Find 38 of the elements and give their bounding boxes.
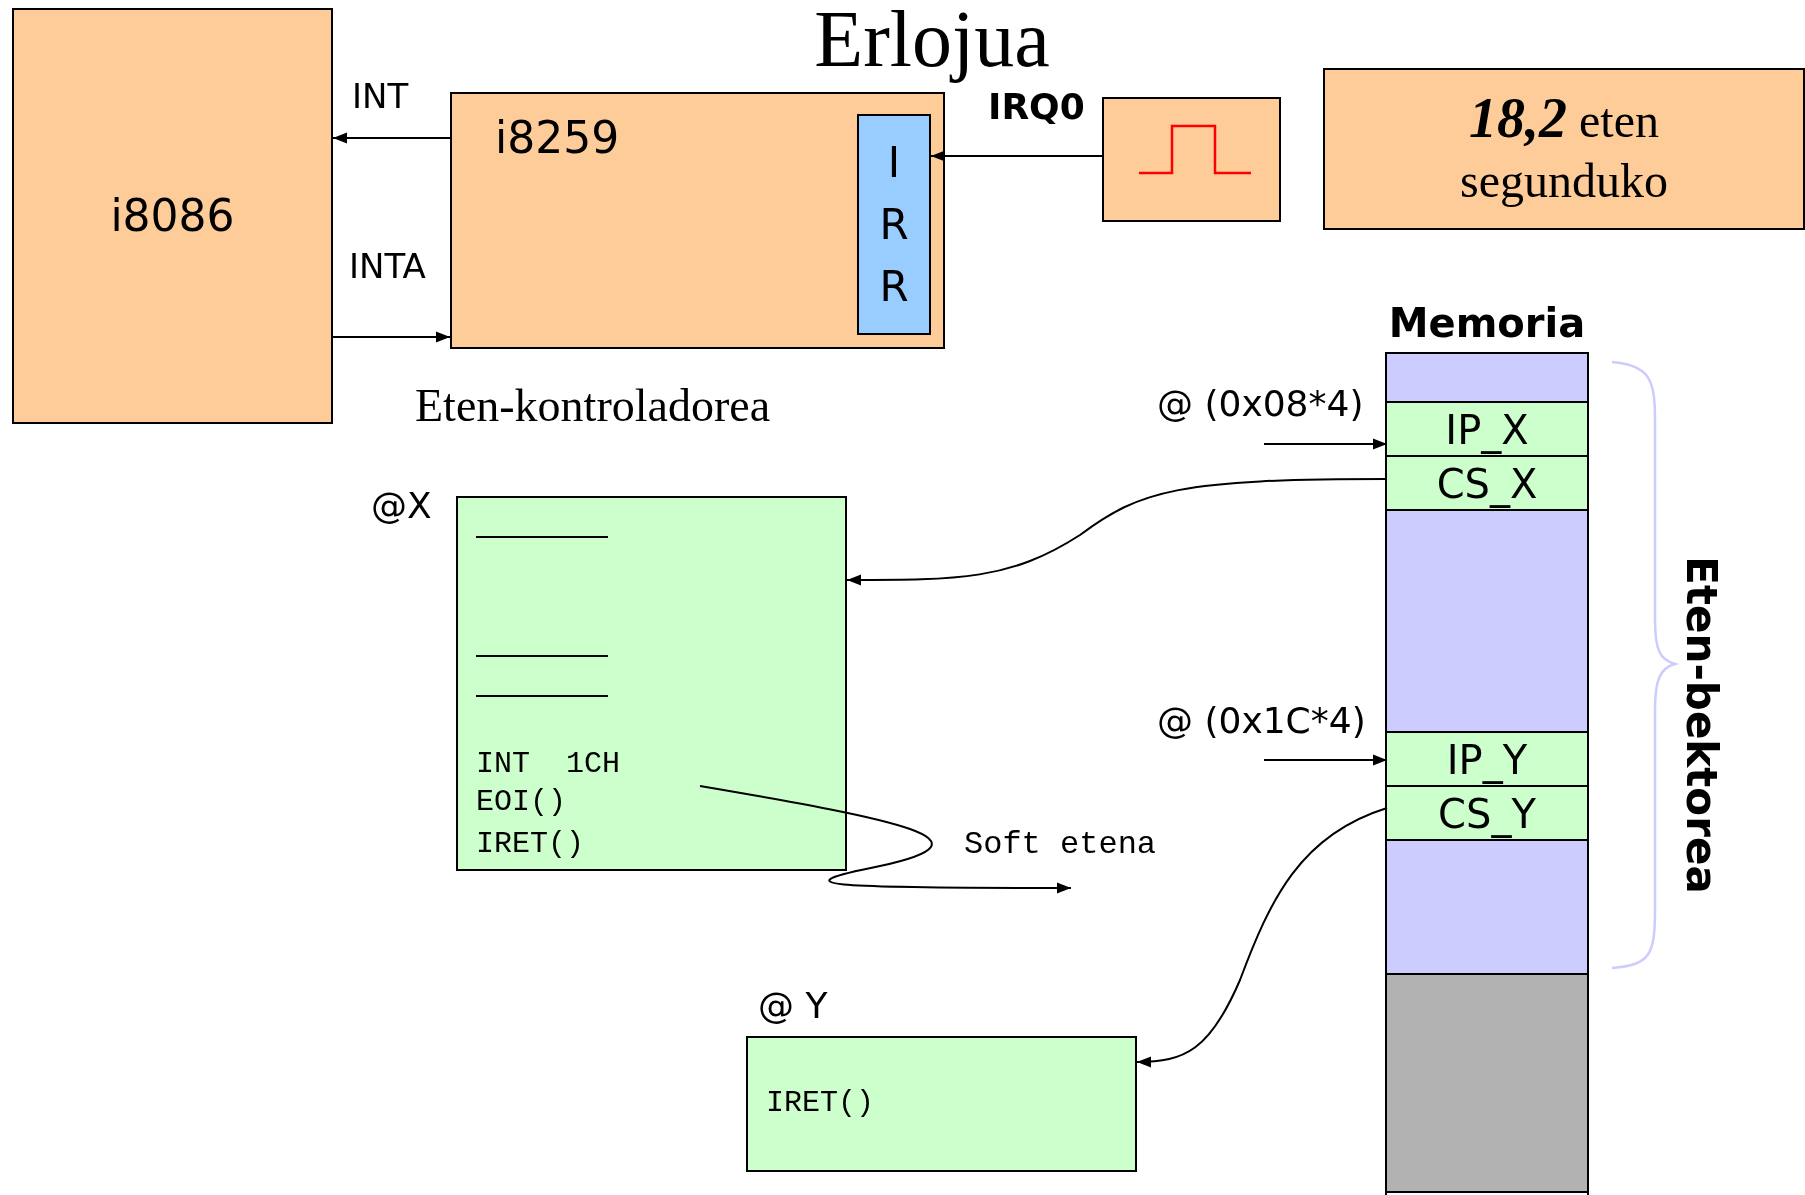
code-line: INT 1CH	[476, 747, 621, 781]
bracket-label: Eten-bektorea	[1676, 556, 1726, 894]
register-box	[857, 114, 931, 335]
register-name: CS_X	[1435, 460, 1539, 509]
arrow	[846, 478, 1388, 586]
arrow	[699, 785, 1072, 894]
memory-cell	[1387, 975, 1587, 1193]
title: Erlojua	[814, 0, 1050, 85]
code-line: IRET()	[476, 827, 585, 861]
register-name: CS_Y	[1437, 790, 1537, 839]
processor-box	[12, 8, 333, 424]
signal-box	[1102, 97, 1281, 222]
memory-cell	[1387, 354, 1587, 403]
arrow	[1263, 754, 1388, 766]
code-line: IRET()	[766, 1086, 875, 1120]
arrow	[1263, 438, 1388, 450]
arrow	[930, 150, 1103, 162]
rate-box	[1323, 68, 1805, 230]
memory-cell	[1387, 841, 1587, 975]
memory-cell	[1387, 511, 1587, 733]
memory-cell	[1387, 787, 1587, 841]
address-label: @ Y	[758, 985, 828, 1026]
memory-cell	[1387, 733, 1587, 787]
node-label: Eten-kontroladorea	[415, 379, 771, 432]
register-name: IP_X	[1444, 406, 1530, 455]
arrow	[1136, 807, 1388, 1068]
register-name: IP_Y	[1445, 736, 1529, 785]
memory-cell	[1387, 403, 1587, 457]
address-label: @X	[371, 485, 432, 526]
arrow	[332, 331, 451, 343]
arrow	[332, 132, 451, 144]
memory-cell	[1387, 457, 1587, 511]
chip-label: i8259	[495, 112, 620, 163]
box-label: i8086	[110, 189, 235, 243]
box-label: I R R	[878, 136, 910, 313]
code-line: EOI()	[476, 785, 566, 819]
column-heading: Memoria	[1387, 300, 1587, 346]
box-label: 18,2 eten segunduko	[1459, 87, 1669, 209]
